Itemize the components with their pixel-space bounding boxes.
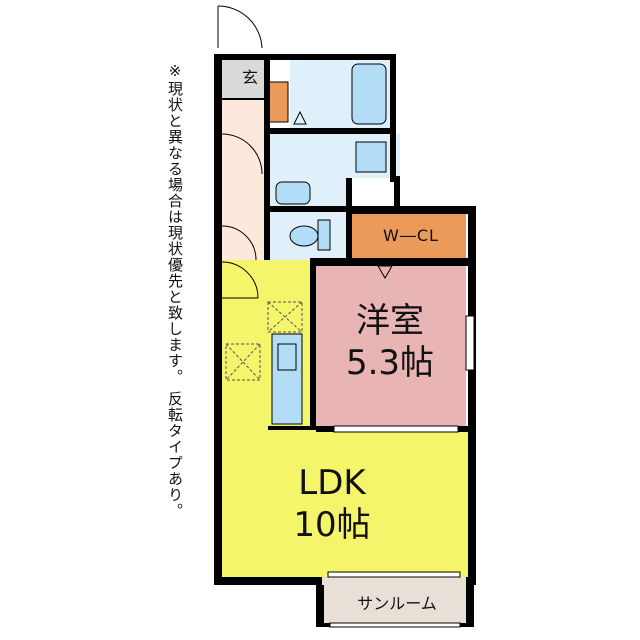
kitchen-sink-icon [277,343,297,371]
youshitsu-floor [316,266,466,426]
washing-machine-icon [355,141,387,173]
window-icons [327,315,475,628]
sunroom-floor [322,577,468,623]
storage-box-icon [225,301,303,381]
door-swing-icons [217,5,393,299]
bathtub-icon [351,63,387,125]
wcl-floor [350,214,466,258]
youshitsu-name: 洋室 [356,301,424,341]
wcl-label: W―CL [383,226,439,245]
genkan-floor [222,60,266,100]
ldk-name: LDK [298,463,366,503]
youshitsu-label: 洋室 5.3帖 [322,300,458,384]
ldk-label: LDK 10帖 [262,462,402,546]
sunroom-label: サンルーム [357,594,437,613]
wash-basin-icon [275,181,311,205]
youshitsu-size: 5.3帖 [345,343,435,383]
toilet-tank-icon [317,219,331,251]
genkan-label: 玄 [241,68,258,87]
hall-floor [222,100,266,260]
toilet-icon [289,225,319,247]
ldk-size: 10帖 [293,505,371,545]
disclaimer-note: ※現状と異なる場合は現状優先と致します。 反転タイプあり。 [166,62,184,519]
